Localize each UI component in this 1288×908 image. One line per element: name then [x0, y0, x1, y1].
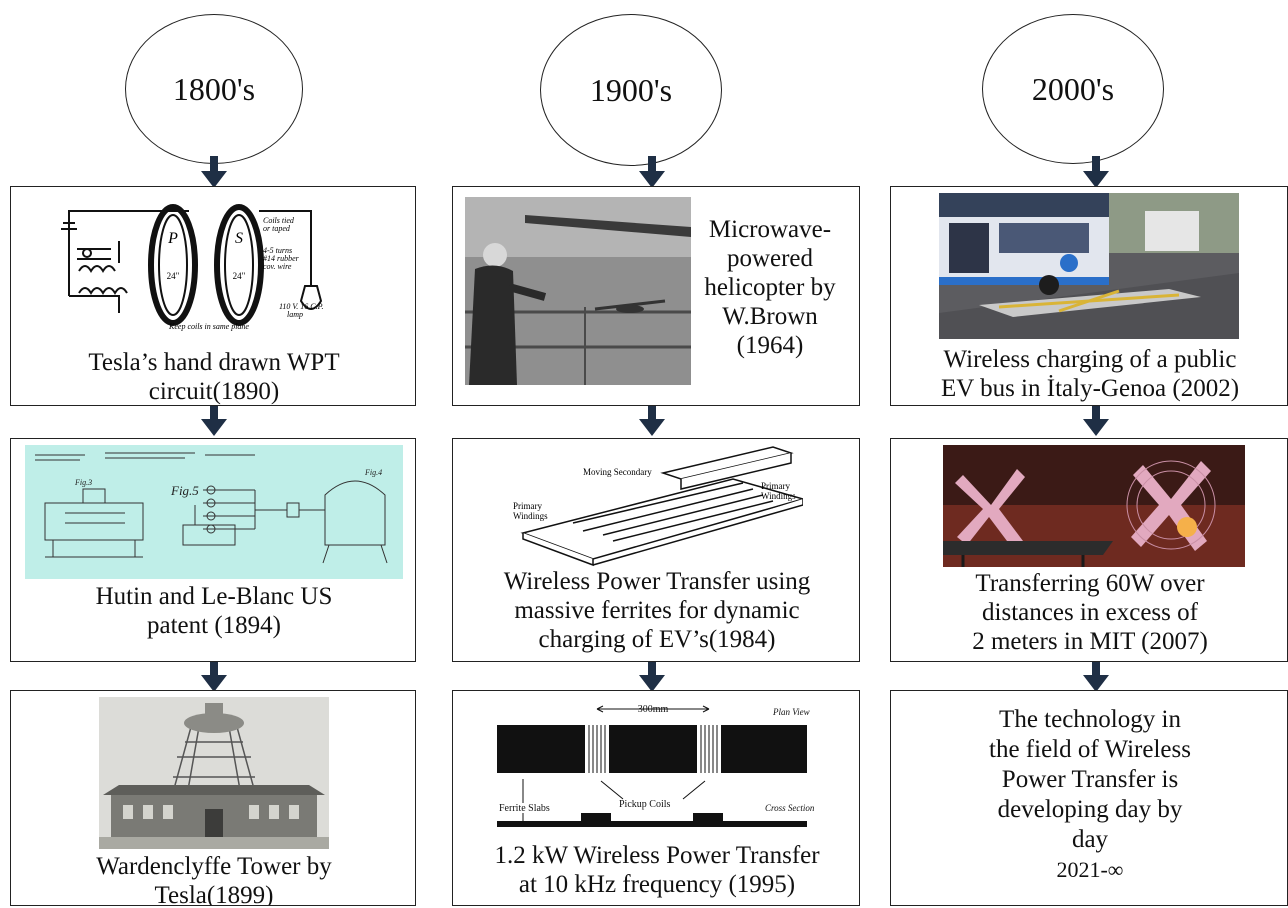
caption-mit-transfer: Transferring 60W over distances in exces…: [972, 570, 1208, 655]
turns-note: cov. wire: [263, 262, 292, 271]
primary-windings-left: Primary: [513, 501, 542, 511]
coils-note: Coils tied: [263, 216, 295, 225]
caption-tesla-circuit: Tesla’s hand drawn WPT circuit(1890): [88, 349, 340, 405]
hutin-patent-drawing: Fig.5 Fig.3 Fig.4: [25, 445, 403, 579]
caption-ev-bus: Wireless charging of a public EV bus in …: [940, 346, 1240, 402]
era-1900s: 1900's: [540, 14, 722, 166]
arrow-down-icon: [1083, 660, 1109, 692]
coil-p-diameter: 24": [167, 271, 180, 281]
arrow-down-icon: [639, 660, 665, 692]
lamp-note: 110 V. 16 C.P.: [279, 302, 323, 311]
pickup-coils-label: Pickup Coils: [619, 799, 671, 810]
caption-hutin-patent: Hutin and Le-Blanc US patent (1894): [95, 583, 333, 639]
primary-windings-right: Windings: [761, 491, 796, 501]
fig4-label: Fig.4: [364, 468, 382, 477]
fig3-label: Fig.3: [74, 478, 92, 487]
arrow-down-icon: [201, 404, 227, 436]
plan-view-label: Plan View: [772, 707, 810, 717]
caption-wardenclyffe: Wardenclyffe Tower by Tesla(1899): [96, 853, 332, 906]
card-massive-ferrites: Moving Secondary Primary Windings Primar…: [452, 438, 860, 662]
ev-bus-photo: [939, 193, 1239, 339]
caption-microwave-helicopter: Microwave- powered helicopter by W.Brown…: [704, 216, 836, 359]
pickup-coils-diagram: 300mm Plan View Cross Section Ferrite Sl…: [497, 704, 815, 827]
fig5-label: Fig.5: [170, 483, 199, 498]
arrow-down-icon: [201, 660, 227, 692]
primary-windings-right: Primary: [761, 481, 790, 491]
card-tesla-circuit: P S 24" 24" Coils tied or taped 4-5 turn…: [10, 186, 416, 406]
coil-s-label: S: [235, 230, 243, 247]
arrow-down-icon: [639, 156, 665, 188]
coil-s-diameter: 24": [233, 271, 246, 281]
dimension-300mm: 300mm: [638, 704, 669, 715]
era-1800s: 1800's: [125, 14, 303, 164]
card-wardenclyffe: Wardenclyffe Tower by Tesla(1899): [10, 690, 416, 906]
card-development: The technology in the field of Wireless …: [890, 690, 1288, 906]
arrow-down-icon: [1083, 156, 1109, 188]
coil-p-label: P: [167, 230, 178, 247]
turns-note: 4-5 turns: [263, 246, 292, 255]
coils-note: or taped: [263, 224, 291, 233]
arrow-down-icon: [1083, 404, 1109, 436]
cross-section-label: Cross Section: [765, 803, 815, 813]
moving-secondary-label: Moving Secondary: [583, 467, 652, 477]
primary-windings-left: Windings: [513, 511, 548, 521]
card-hutin-patent: Fig.5 Fig.3 Fig.4 Hutin and Le-Blanc US …: [10, 438, 416, 662]
lamp-note: lamp: [287, 310, 303, 319]
era-2000s: 2000's: [982, 14, 1164, 164]
tesla-circuit-drawing: P S 24" 24" Coils tied or taped 4-5 turn…: [61, 204, 323, 331]
caption-massive-ferrites: Wireless Power Transfer using massive fe…: [503, 568, 811, 653]
caption-development: The technology in the field of Wireless …: [989, 706, 1191, 882]
wardenclyffe-tower-photo: [99, 697, 329, 849]
arrow-down-icon: [201, 156, 227, 188]
ferrite-slabs-label: Ferrite Slabs: [499, 803, 550, 814]
microwave-helicopter-photo: [465, 197, 691, 385]
card-microwave-helicopter: Microwave- powered helicopter by W.Brown…: [452, 186, 860, 406]
card-mit-transfer: Transferring 60W over distances in exces…: [890, 438, 1288, 662]
arrow-down-icon: [639, 404, 665, 436]
turns-note: #14 rubber: [263, 254, 300, 263]
coil-plane-note: Keep coils in same plane: [168, 322, 249, 331]
card-pickup-coils: 300mm Plan View Cross Section Ferrite Sl…: [452, 690, 860, 906]
ferrite-track-diagram: Moving Secondary Primary Windings Primar…: [513, 446, 803, 567]
card-ev-bus: Wireless charging of a public EV bus in …: [890, 186, 1288, 406]
mit-wireless-power-photo: [943, 445, 1245, 567]
caption-pickup-coils: 1.2 kW Wireless Power Transfer at 10 kHz…: [494, 842, 820, 898]
